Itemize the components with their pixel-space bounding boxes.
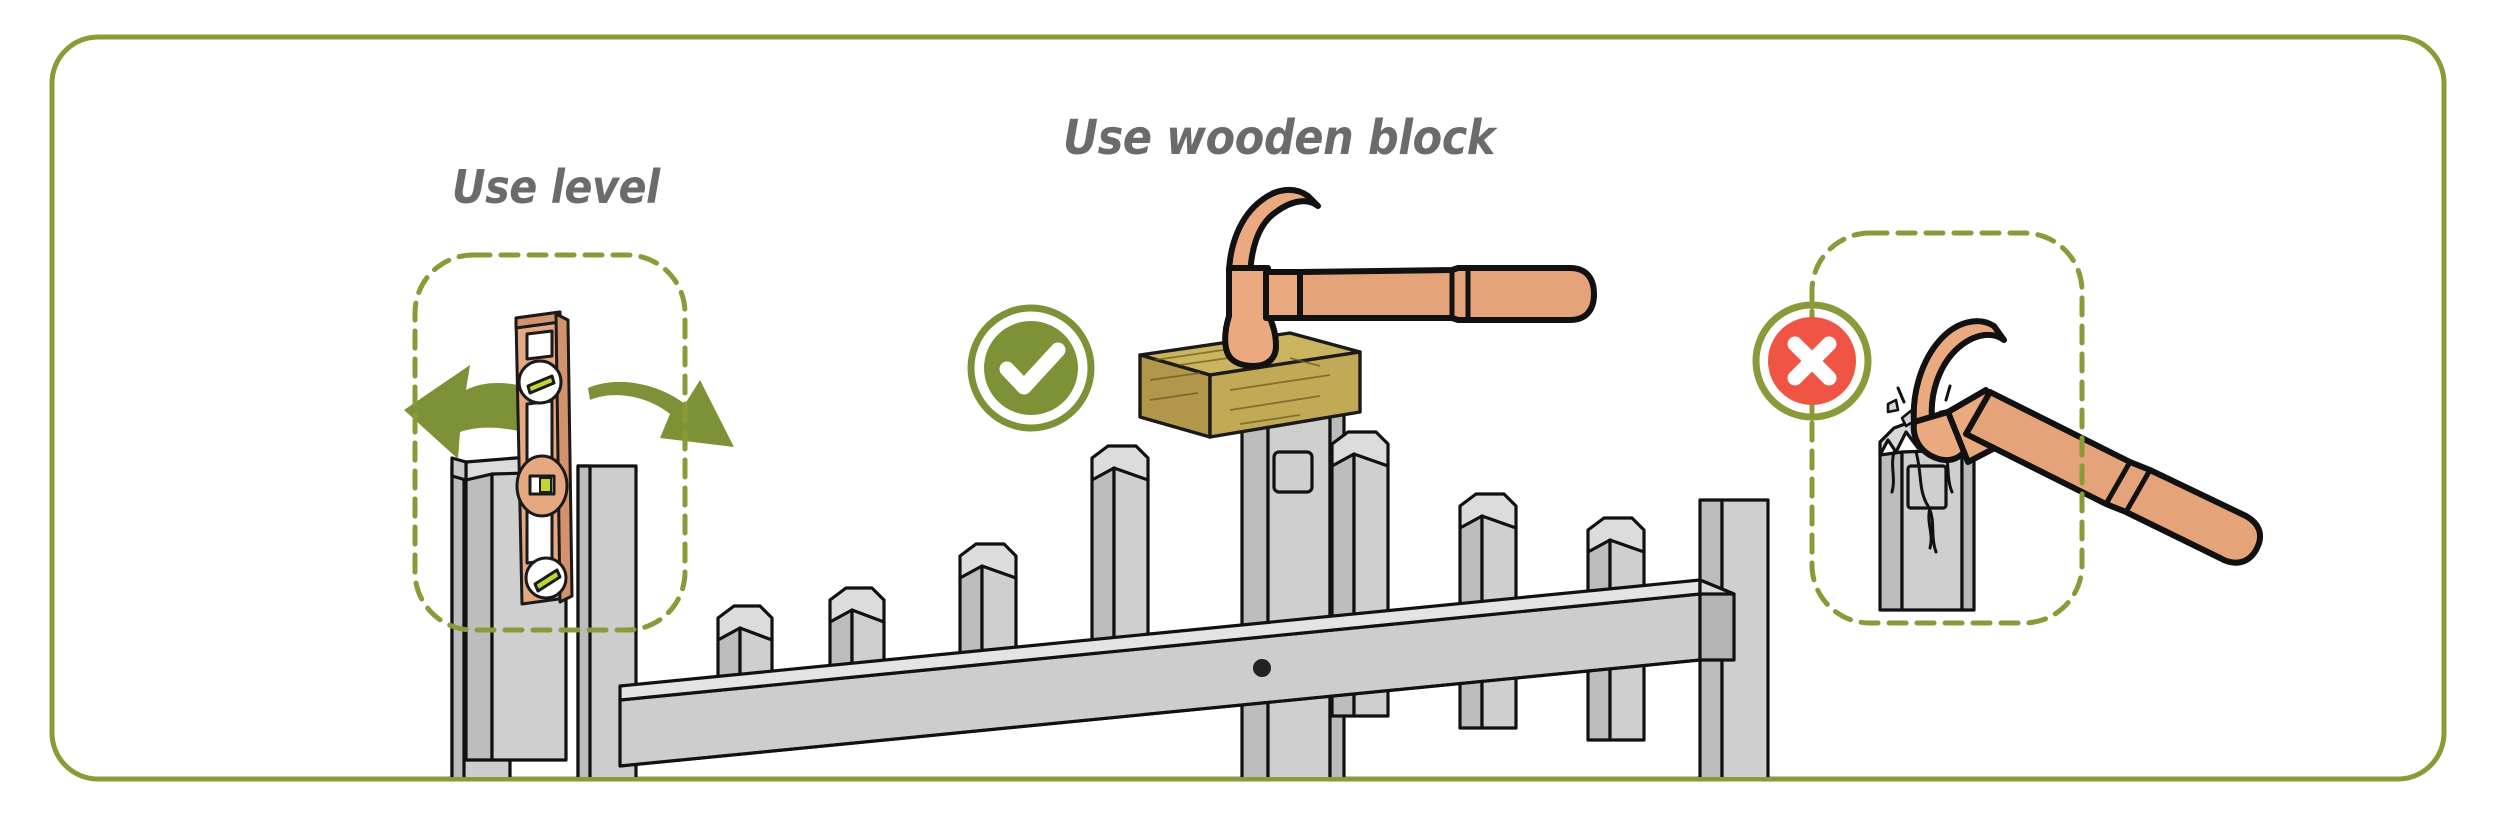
claw-hammer-striking-post <box>1910 318 2264 566</box>
arrow-left <box>404 365 545 459</box>
status-badge-check <box>967 304 1095 432</box>
picket-fence-assembly <box>450 406 1770 777</box>
spirit-level-tool <box>514 310 574 606</box>
label-use-level: Use level <box>452 160 660 214</box>
arrow-right <box>588 380 734 447</box>
post-notch <box>1272 450 1314 494</box>
damage-callout-dashed-box <box>1809 230 2085 626</box>
fence-post-center <box>1240 406 1346 777</box>
fence-rail-lower-edge <box>619 658 1701 768</box>
level-callout-dashed-box <box>412 252 688 633</box>
fence-rail <box>618 578 1736 768</box>
wooden-block <box>1138 331 1362 439</box>
damage-callout <box>1809 230 2264 626</box>
level-callout <box>404 252 734 633</box>
status-badge-cross <box>1752 301 1872 421</box>
claw-hammer <box>1222 186 1597 369</box>
label-use-wooden-block: Use wooden block <box>1063 110 1496 166</box>
rail-screw <box>1253 659 1271 677</box>
